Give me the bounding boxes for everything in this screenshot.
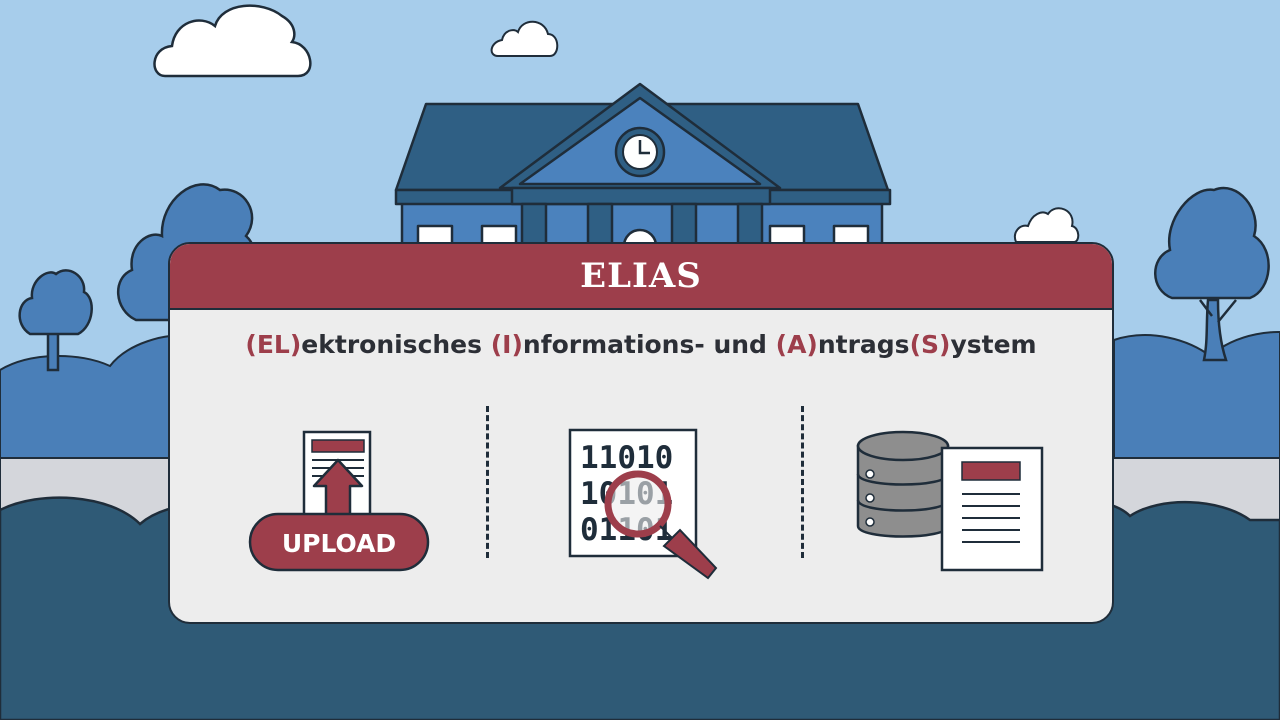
cloud-icon (1014, 207, 1080, 243)
acronym-part: (A) (775, 330, 818, 359)
upload-label: UPLOAD (282, 529, 396, 558)
divider (486, 406, 489, 558)
card-header: ELIAS (170, 244, 1112, 310)
cloud-icon (153, 4, 312, 78)
upload-document-icon: UPLOAD (248, 430, 430, 572)
word-part: ystem (950, 330, 1037, 359)
elias-info-card: ELIAS (EL)ektronisches (I)nformations- u… (168, 242, 1114, 624)
card-title: ELIAS (580, 256, 702, 296)
system-name-subtitle: (EL)ektronisches (I)nformations- und (A)… (170, 330, 1112, 359)
binary-search-icon: 11010 10101 01101 (568, 428, 718, 580)
tree-icon (1154, 186, 1270, 362)
word-part: ektronisches (301, 330, 491, 359)
binary-line: 11010 (580, 440, 673, 476)
clock-icon (614, 126, 666, 178)
database-document-icon (856, 430, 1044, 572)
acronym-part: (I) (490, 330, 523, 359)
tree-icon (18, 269, 93, 372)
acronym-part: (S) (909, 330, 951, 359)
divider (801, 406, 804, 558)
word-part: ntrags (817, 330, 910, 359)
bushes (1113, 330, 1280, 471)
word-part: nformations- und (522, 330, 776, 359)
cloud-icon (490, 20, 559, 57)
acronym-part: (EL) (245, 330, 302, 359)
